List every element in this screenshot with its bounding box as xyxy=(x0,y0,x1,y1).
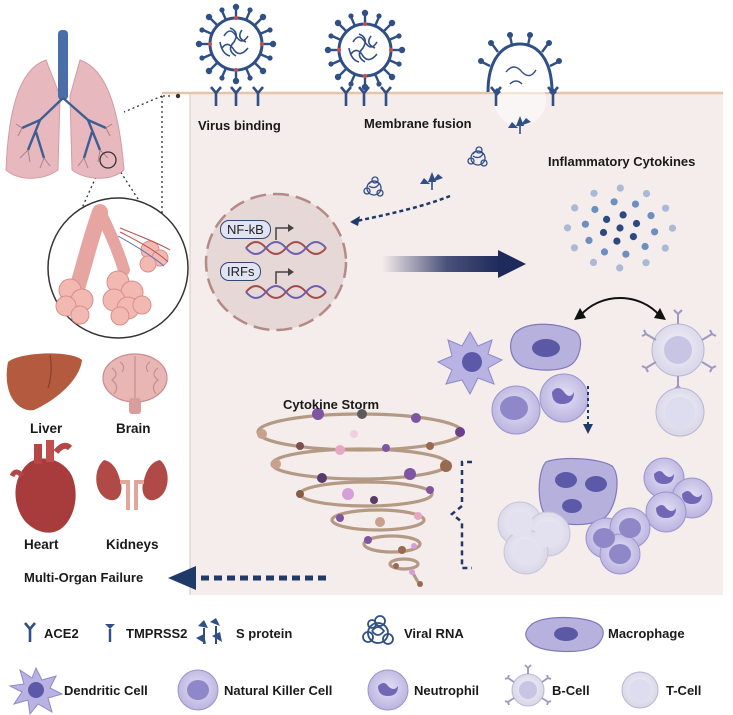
cytokine-dot xyxy=(616,184,624,192)
cytokine-dot xyxy=(631,200,640,208)
organ-label-brain: Brain xyxy=(116,421,151,436)
organ-label-liver: Liver xyxy=(30,421,63,436)
ace2-receptor-icon xyxy=(24,622,36,642)
organ-label-kidneys: Kidneys xyxy=(106,537,159,552)
cytokine-cluster xyxy=(563,184,677,272)
legend-tmprss2: TMPRSS2 xyxy=(126,626,188,641)
brain-icon xyxy=(102,353,168,414)
cytokine-dot xyxy=(581,220,590,228)
legend-neutrophil: Neutrophil xyxy=(414,683,479,698)
legend-macrophage: Macrophage xyxy=(608,626,685,641)
nfkb-label: NF-kB xyxy=(220,220,271,239)
membrane-diamonds xyxy=(493,88,557,96)
legend-viral-rna: Viral RNA xyxy=(404,626,464,641)
legend-s-protein: S protein xyxy=(236,626,293,641)
cytokine-dot xyxy=(616,264,624,272)
cytokine-dot xyxy=(622,250,630,258)
b-cell-icon xyxy=(504,664,552,707)
tmprss2-icon xyxy=(105,624,115,642)
cytokine-dot xyxy=(632,219,641,228)
organ-failure-arrow xyxy=(168,566,326,590)
cytokine-dot xyxy=(589,258,598,266)
cytokine-dot xyxy=(571,204,579,212)
heart-icon xyxy=(9,440,76,533)
virus-particle xyxy=(194,2,278,86)
legend-dendritic-cell: Dendritic Cell xyxy=(64,683,148,698)
multi-organ-failure-label: Multi-Organ Failure xyxy=(24,570,144,585)
cytokine-dot xyxy=(642,259,650,267)
activation-arrow xyxy=(574,297,666,320)
legend-nk-cell: Natural Killer Cell xyxy=(224,683,333,698)
liver-icon xyxy=(6,353,82,411)
s-protein-icon xyxy=(196,618,222,644)
irfs-label: IRFs xyxy=(220,262,262,281)
legend-ace2: ACE2 xyxy=(44,626,79,641)
b-cell xyxy=(641,309,717,391)
organ-label-heart: Heart xyxy=(24,537,59,552)
cytokine-storm-tornado xyxy=(256,408,465,587)
cytokine-dot xyxy=(590,189,598,197)
neutrophil-icon xyxy=(367,669,409,711)
cytokine-dot xyxy=(616,224,624,232)
alveoli-zoom xyxy=(47,197,189,339)
cytokine-dot xyxy=(570,244,579,252)
bracket xyxy=(449,460,472,570)
membrane-fusion-label: Membrane fusion xyxy=(364,116,472,131)
t-cell xyxy=(655,387,705,437)
cytokine-dot xyxy=(600,248,609,256)
signal-arrow xyxy=(351,194,451,224)
legend-b-cell: B-Cell xyxy=(552,683,590,698)
dendritic-cell xyxy=(436,330,504,396)
cytokine-dot xyxy=(603,215,611,223)
t-cell-icon xyxy=(621,671,659,709)
cytokine-dot xyxy=(668,224,677,232)
fusing-virus xyxy=(478,32,562,126)
cytokine-dot xyxy=(610,198,618,206)
lungs-icon xyxy=(5,30,125,179)
cytokine-dot xyxy=(641,242,649,251)
legend-t-cell: T-Cell xyxy=(666,683,702,698)
inflammatory-cytokines-label: Inflammatory Cytokines xyxy=(548,154,696,169)
cytokine-dot xyxy=(642,190,651,198)
cytokine-dot xyxy=(661,244,669,252)
dendritic-cell-icon xyxy=(8,666,64,715)
transcription-arrow xyxy=(382,250,526,278)
virus-particle xyxy=(323,8,407,92)
macrophage xyxy=(510,323,582,371)
cytokine-storm-label: Cytokine Storm xyxy=(283,397,380,412)
macrophage-icon xyxy=(525,616,604,653)
virus-binding-label: Virus binding xyxy=(198,118,281,133)
cytokine-dot xyxy=(599,228,608,237)
cytokine-dot xyxy=(662,204,670,212)
nk-cell xyxy=(491,385,541,435)
cytokine-dot xyxy=(647,212,655,220)
kidneys-icon xyxy=(96,460,168,510)
cytokine-dot xyxy=(651,228,659,236)
cytokine-dot xyxy=(619,211,627,219)
cytokine-dot xyxy=(585,236,593,244)
cytokine-dot xyxy=(591,205,599,214)
nk-cell-icon xyxy=(177,669,219,711)
activated-cell-cluster xyxy=(497,457,713,575)
cytokine-dot xyxy=(563,224,572,232)
cytokine-dot xyxy=(629,233,638,241)
viral-rna-icon xyxy=(362,615,394,645)
neutrophil xyxy=(539,373,589,423)
cytokine-dot xyxy=(613,237,621,245)
